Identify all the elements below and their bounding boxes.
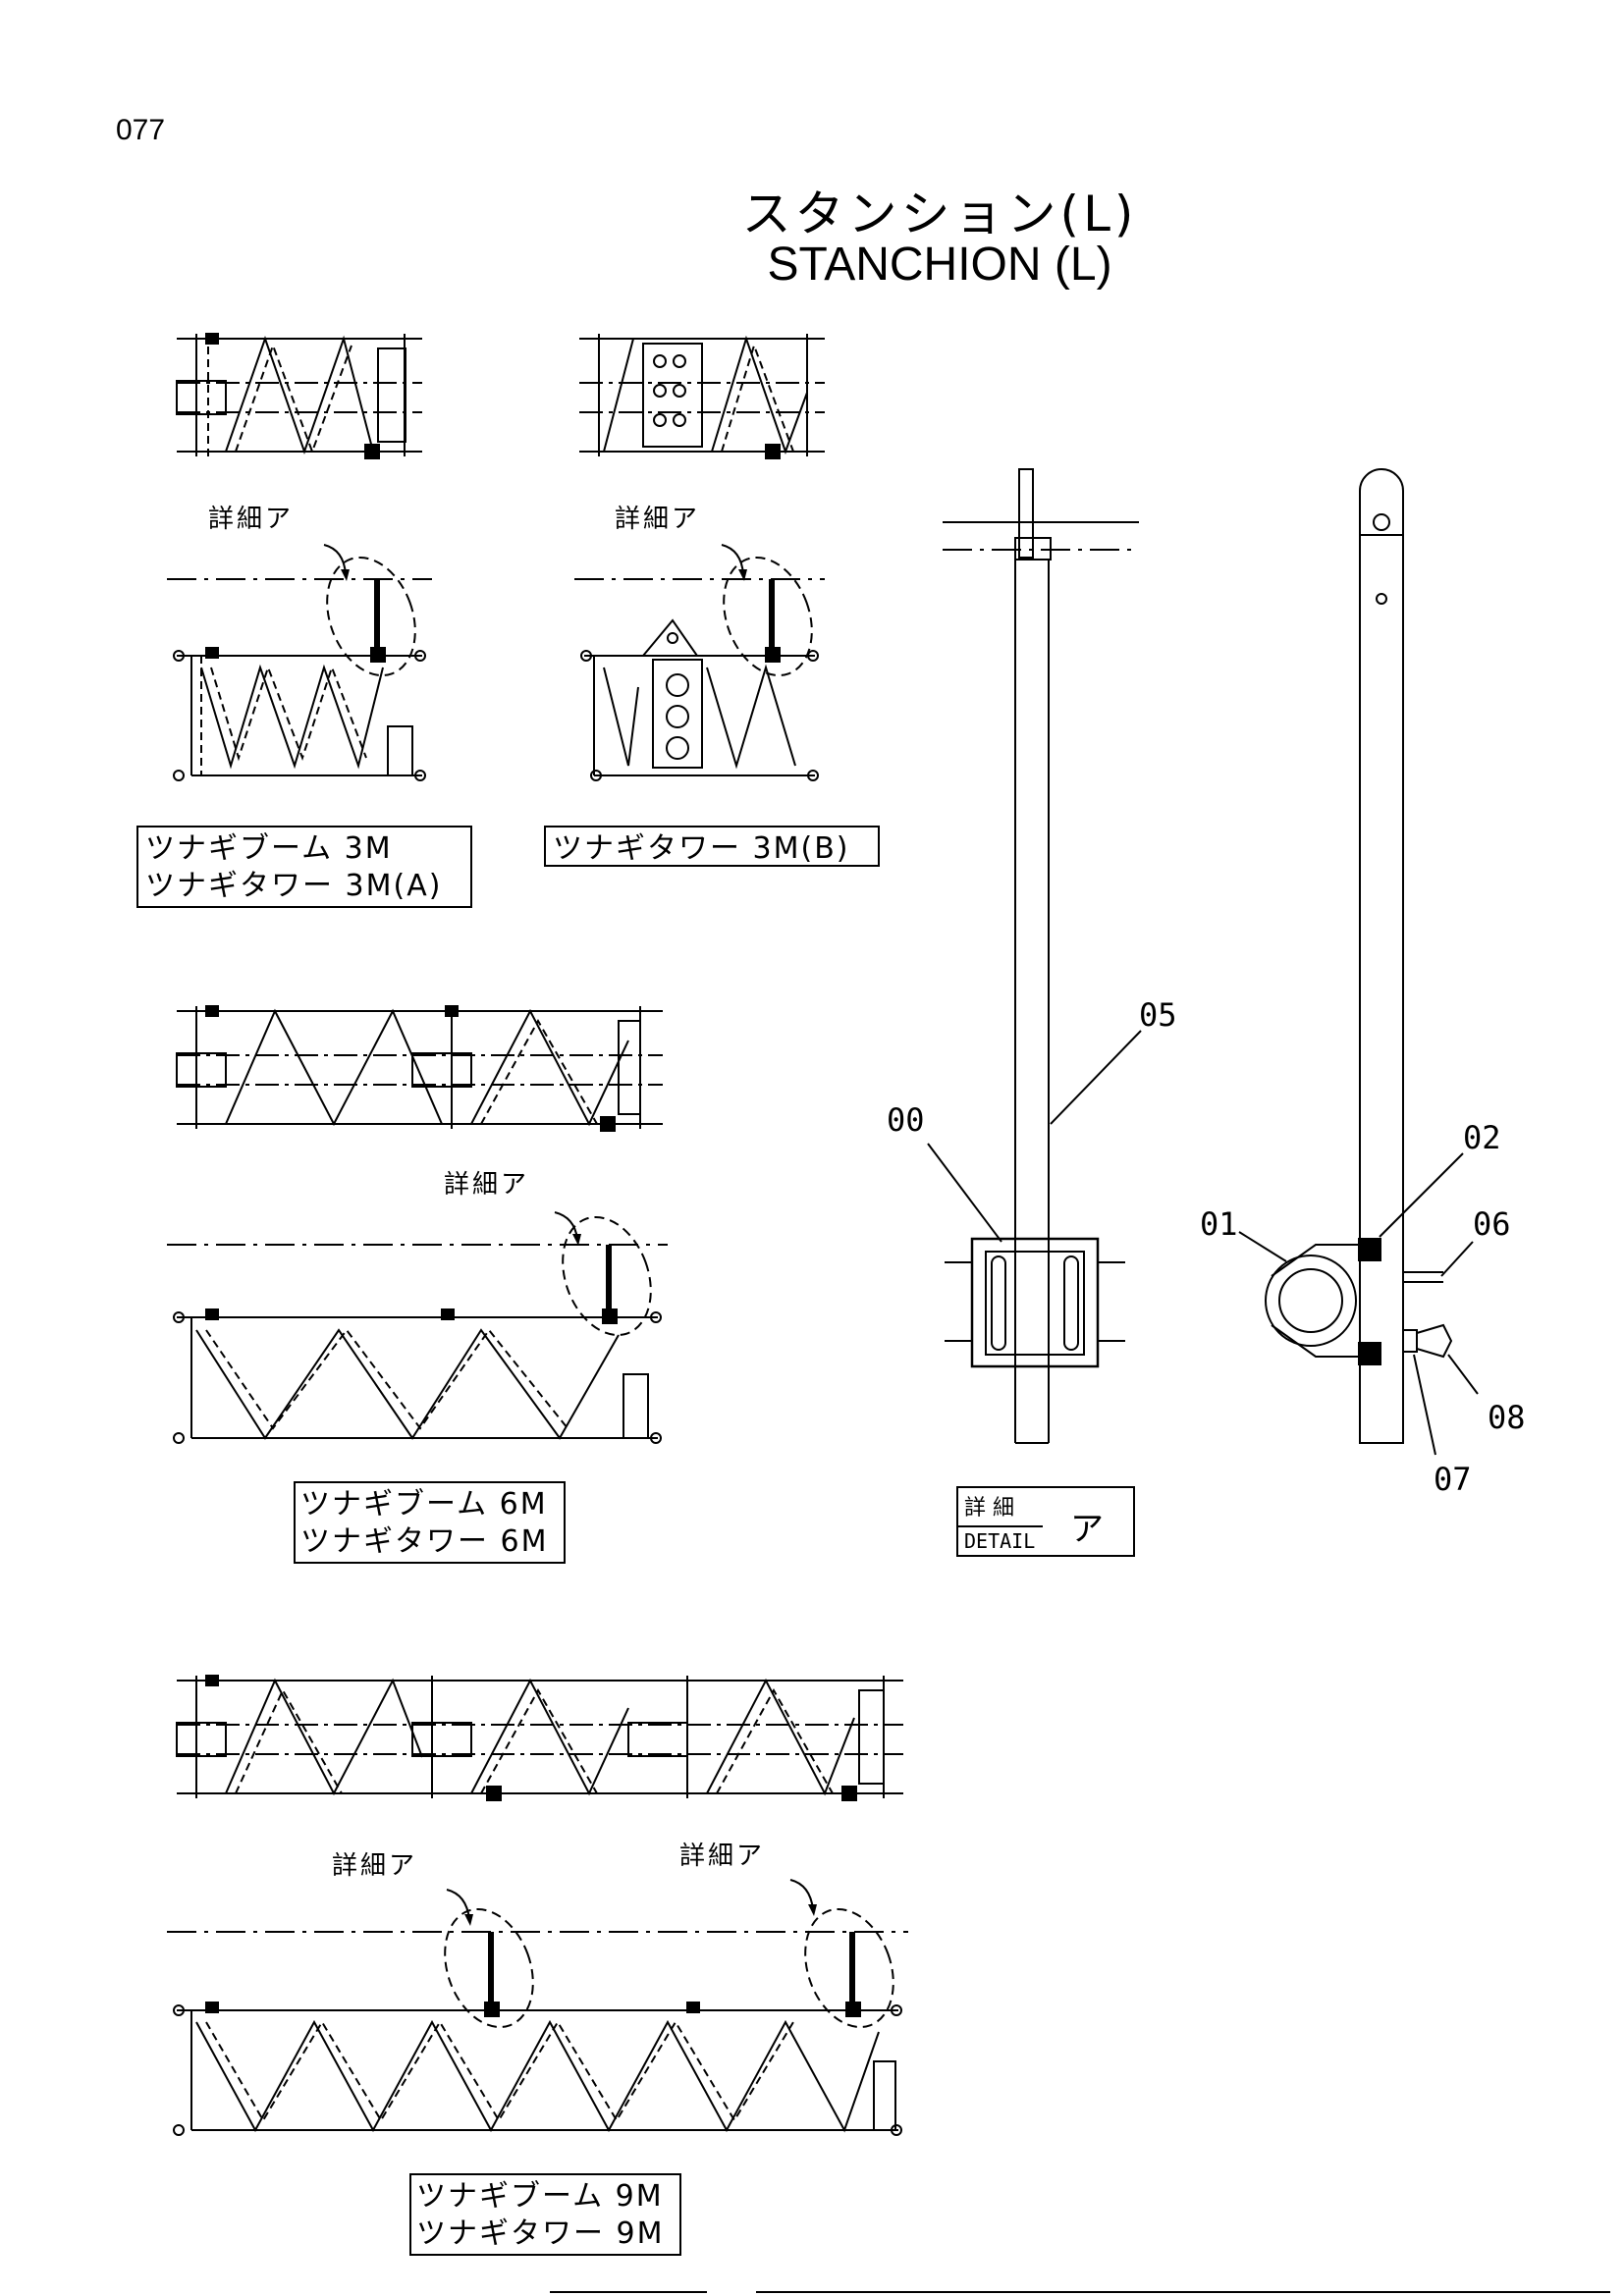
detail-callout-9m-left: 詳細ア: [332, 1851, 418, 1881]
label-box-3m-b: [544, 826, 880, 867]
boom-3m-a-side-view: [167, 556, 432, 781]
detail-box-en: DETAIL: [964, 1529, 1036, 1553]
detail-box-mark: ア: [1070, 1510, 1104, 1549]
detail-callout-3m-a: 詳細ア: [208, 505, 295, 534]
part-number-05: 05: [1139, 996, 1177, 1034]
boom-6m-side-view: [167, 1215, 668, 1444]
leader-05: [1050, 1030, 1142, 1125]
label-box-3m-a: [136, 826, 472, 908]
detail-callout-3m-b: 詳細ア: [615, 505, 701, 534]
tower-3m-b-side-view: [574, 556, 825, 781]
section-label-line: ツナギタワー 9M: [416, 2216, 665, 2251]
part-number-08: 08: [1488, 1399, 1526, 1436]
label-box-6m: [294, 1481, 566, 1564]
label-box-9m: [409, 2173, 681, 2256]
section-label-line: ツナギタワー 3M(B): [553, 831, 850, 866]
boom-9m-top-view: [176, 1675, 903, 1801]
detail-callout-6m: 詳細ア: [444, 1170, 530, 1200]
page-title-jp: スタンション(L): [741, 186, 1138, 242]
part-number-02: 02: [1463, 1119, 1501, 1156]
detail-callout-9m-right: 詳細ア: [679, 1842, 766, 1871]
part-number-01: 01: [1200, 1205, 1238, 1243]
leader-07: [1413, 1354, 1436, 1456]
section-label-line: ツナギブーム 3M: [145, 831, 393, 866]
stanchion-side-view: [1265, 468, 1453, 1444]
section-label-6m: ツナギブーム 6M ツナギタワー 6M: [300, 1486, 549, 1561]
leader-02: [1379, 1152, 1464, 1238]
section-label-line: ツナギブーム 9M: [416, 2179, 664, 2214]
page-number: 077: [116, 114, 166, 146]
page-title-en: STANCHION (L): [767, 239, 1112, 291]
section-label-3m-b: ツナギタワー 3M(B): [553, 830, 850, 868]
leader-08: [1447, 1354, 1479, 1395]
leader-01: [1238, 1231, 1287, 1262]
stanchion-front-view: [943, 468, 1139, 1444]
leader-06: [1440, 1241, 1474, 1277]
detail-box-jp: 詳 細: [964, 1496, 1014, 1521]
section-label-9m: ツナギブーム 9M ツナギタワー 9M: [416, 2178, 665, 2253]
detail-box: [956, 1486, 1135, 1557]
section-label-line: ツナギタワー 6M: [300, 1524, 549, 1559]
part-number-00: 00: [887, 1101, 925, 1139]
section-label-3m-a: ツナギブーム 3M ツナギタワー 3M(A): [145, 830, 442, 905]
section-label-line: ツナギブーム 6M: [300, 1487, 548, 1522]
tower-3m-b-top-view: [579, 334, 825, 459]
boom-6m-top-view: [176, 1005, 663, 1132]
part-number-07: 07: [1434, 1461, 1472, 1498]
leader-00: [927, 1143, 1002, 1243]
boom-9m-side-view: [167, 1907, 908, 2136]
part-number-06: 06: [1473, 1205, 1511, 1243]
section-label-line: ツナギタワー 3M(A): [145, 869, 443, 903]
boom-3m-a-top-view: [176, 333, 422, 459]
